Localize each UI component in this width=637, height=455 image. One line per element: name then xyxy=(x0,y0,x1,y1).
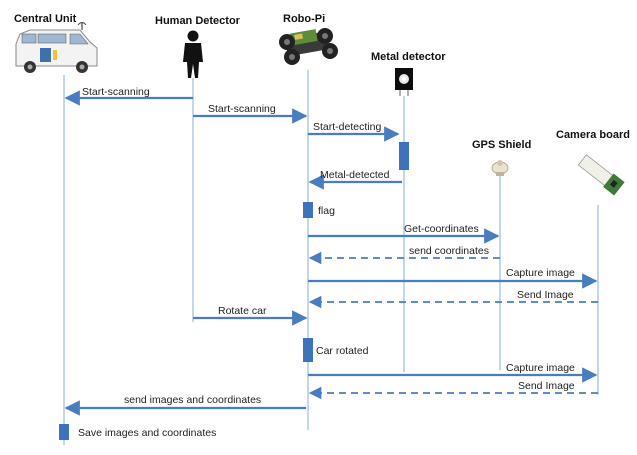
gps-icon xyxy=(491,160,509,176)
svg-text:send images and coordinates: send images and coordinates xyxy=(124,394,261,406)
svg-text:Metal-detected: Metal-detected xyxy=(320,169,390,181)
svg-text:Start-scanning: Start-scanning xyxy=(208,103,276,115)
note-car-rotated-label: Car rotated xyxy=(316,345,369,357)
message-capture-image-2: Capture image xyxy=(308,362,598,383)
message-start-scanning-robo: Start-scanning xyxy=(193,103,308,124)
svg-text:send coordinates: send coordinates xyxy=(409,245,489,257)
robot-car-icon xyxy=(279,28,338,65)
message-rotate-car: Rotate car xyxy=(193,305,308,326)
svg-text:Start-scanning: Start-scanning xyxy=(82,86,150,98)
metal-sensor-icon xyxy=(395,68,413,96)
message-send-coordinates: send coordinates xyxy=(308,245,500,265)
svg-text:Send Image: Send Image xyxy=(517,289,574,301)
message-send-images-and-coordinates: send images and coordinates xyxy=(64,394,306,416)
actor-label-human-detector: Human Detector xyxy=(155,15,241,27)
activation-metal-detector xyxy=(399,142,409,170)
note-save-bar xyxy=(59,424,69,440)
actor-label-camera-board: Camera board xyxy=(556,129,630,141)
svg-text:Capture image: Capture image xyxy=(506,267,575,279)
note-save-label: Save images and coordinates xyxy=(78,427,216,439)
message-send-image-1: Send Image xyxy=(308,289,598,309)
van-icon xyxy=(15,22,98,73)
svg-text:Start-detecting: Start-detecting xyxy=(313,121,381,133)
svg-text:Rotate car: Rotate car xyxy=(218,305,267,317)
message-start-scanning-central: Start-scanning xyxy=(64,86,193,106)
note-flag-bar xyxy=(303,202,313,218)
svg-text:Get-coordinates: Get-coordinates xyxy=(404,223,479,235)
camera-board-icon xyxy=(577,154,625,196)
actor-label-gps-shield: GPS Shield xyxy=(472,139,531,151)
svg-text:Capture image: Capture image xyxy=(506,362,575,374)
message-send-image-2: Send Image xyxy=(308,380,598,400)
svg-text:Send Image: Send Image xyxy=(518,380,575,392)
message-start-detecting: Start-detecting xyxy=(308,121,400,142)
message-get-coordinates: Get-coordinates xyxy=(308,223,500,244)
actor-label-robo-pi: Robo-Pi xyxy=(283,13,325,25)
actor-label-central-unit: Central Unit xyxy=(14,13,77,25)
note-car-rotated-bar xyxy=(303,338,313,362)
actor-label-metal-detector: Metal detector xyxy=(371,51,446,63)
message-metal-detected: Metal-detected xyxy=(308,169,402,190)
message-capture-image-1: Capture image xyxy=(308,267,598,289)
note-flag-label: flag xyxy=(318,205,335,217)
person-icon xyxy=(183,30,203,78)
